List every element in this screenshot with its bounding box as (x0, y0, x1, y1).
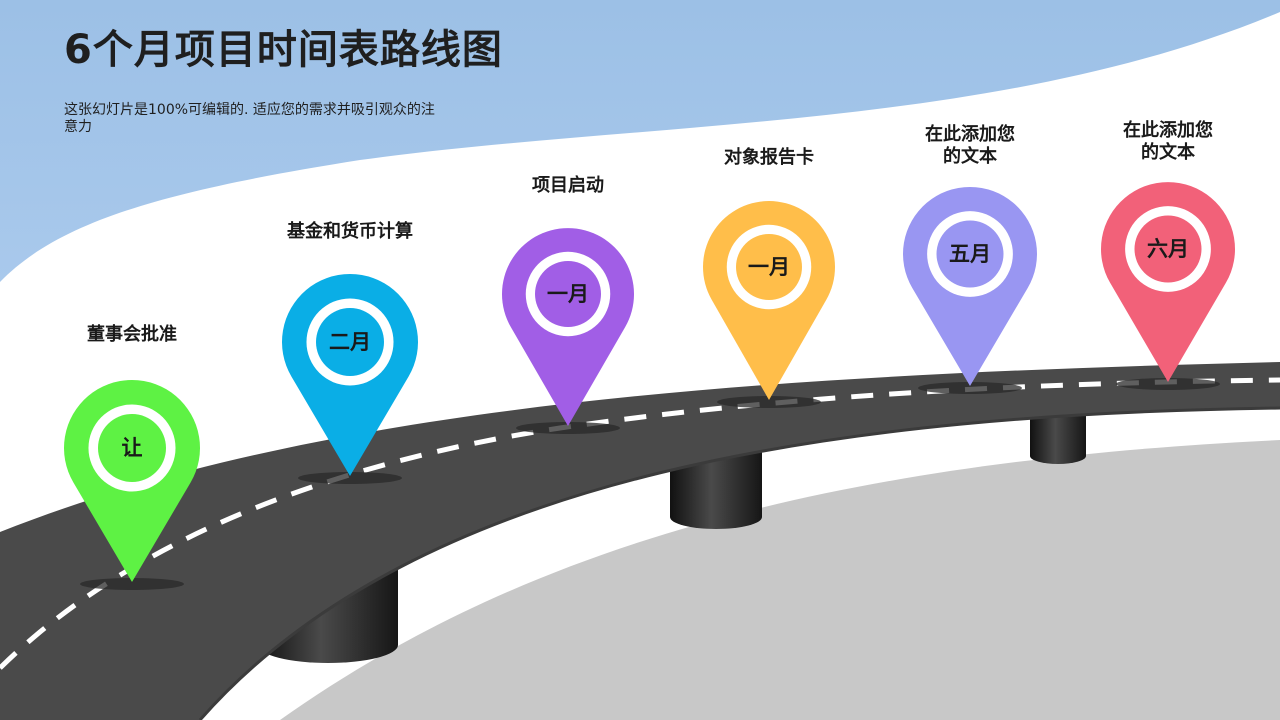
pin-inner-disc (316, 308, 384, 376)
milestone-pin-3: 一月 (502, 228, 634, 434)
pin-inner-disc (936, 220, 1004, 288)
milestone-label-2: 基金和货币计算 (287, 221, 413, 242)
milestone-pins: 让二月一月一月五月六月 (64, 182, 1235, 590)
pin-shadow (918, 382, 1022, 394)
milestone-pin-5: 五月 (903, 186, 1037, 394)
milestone-pin-6: 六月 (1101, 182, 1235, 390)
milestone-label-1: 董事会批准 (87, 324, 177, 345)
pin-shadow (717, 396, 821, 408)
pin-month-label: 二月 (329, 329, 371, 354)
pin-inner-disc (1134, 215, 1202, 283)
page-title: 6个月项目时间表路线图 (64, 27, 503, 73)
pin-month-label: 一月 (748, 254, 790, 279)
pin-month-label: 一月 (547, 281, 589, 306)
road-shadow (280, 440, 1280, 720)
pin-month-label: 六月 (1147, 236, 1189, 261)
sky-background-shape (0, 0, 1280, 282)
pin-shadow (516, 422, 620, 434)
road-surface (0, 362, 1280, 720)
page-subtitle: 这张幻灯片是100%可编辑的. 适应您的需求并吸引观众的注意力 (64, 102, 435, 135)
road-edge (198, 406, 1280, 720)
pin-inner-disc (736, 234, 802, 300)
pin-shadow (1116, 378, 1220, 390)
milestone-pin-2: 二月 (282, 274, 419, 484)
pillar-3 (1030, 404, 1086, 464)
milestone-pin-4: 一月 (703, 201, 835, 408)
milestone-label-5: 在此添加您 的文本 (925, 124, 1015, 167)
pin-inner-disc (98, 414, 166, 482)
pin-month-label: 五月 (949, 241, 991, 266)
pin-shadow (298, 472, 402, 484)
pin-shadow (80, 578, 184, 590)
milestone-label-6: 在此添加您 的文本 (1123, 120, 1213, 163)
pin-inner-disc (535, 261, 601, 327)
milestone-label-3: 项目启动 (532, 175, 604, 196)
milestone-pin-1: 让 (64, 380, 201, 590)
pin-month-label: 让 (122, 435, 143, 460)
milestone-label-4: 对象报告卡 (724, 147, 814, 168)
